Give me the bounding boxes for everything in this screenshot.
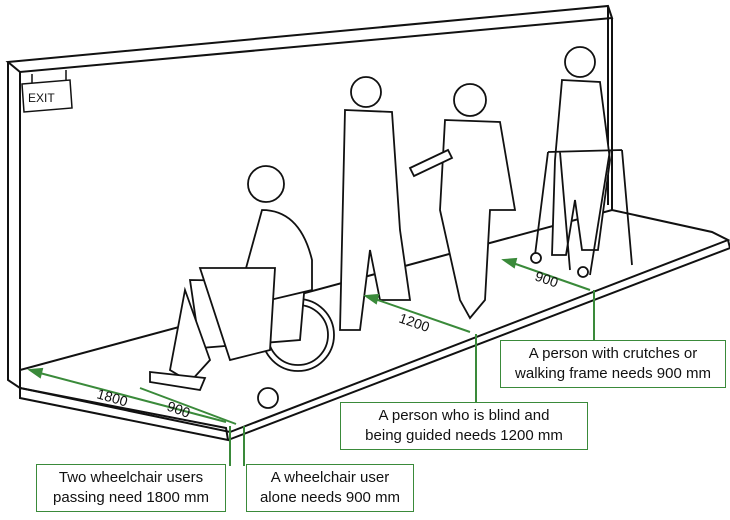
caption-line: Two wheelchair users [45, 468, 217, 488]
caption-line: being guided needs 1200 mm [349, 426, 579, 446]
caption-guided: A person who is blind and being guided n… [340, 402, 588, 450]
caption-line: passing need 1800 mm [45, 488, 217, 508]
exit-sign-text: EXIT [28, 91, 55, 105]
caption-line: alone needs 900 mm [255, 488, 405, 508]
caption-two-wheelchairs: Two wheelchair users passing need 1800 m… [36, 464, 226, 512]
caption-line: walking frame needs 900 mm [509, 364, 717, 384]
caption-line: A person with crutches or [509, 344, 717, 364]
exit-sign: EXIT [22, 70, 72, 112]
caption-one-wheelchair: A wheelchair user alone needs 900 mm [246, 464, 414, 512]
caption-line: A wheelchair user [255, 468, 405, 488]
caption-line: A person who is blind and [349, 406, 579, 426]
caption-walking-frame: A person with crutches or walking frame … [500, 340, 726, 388]
